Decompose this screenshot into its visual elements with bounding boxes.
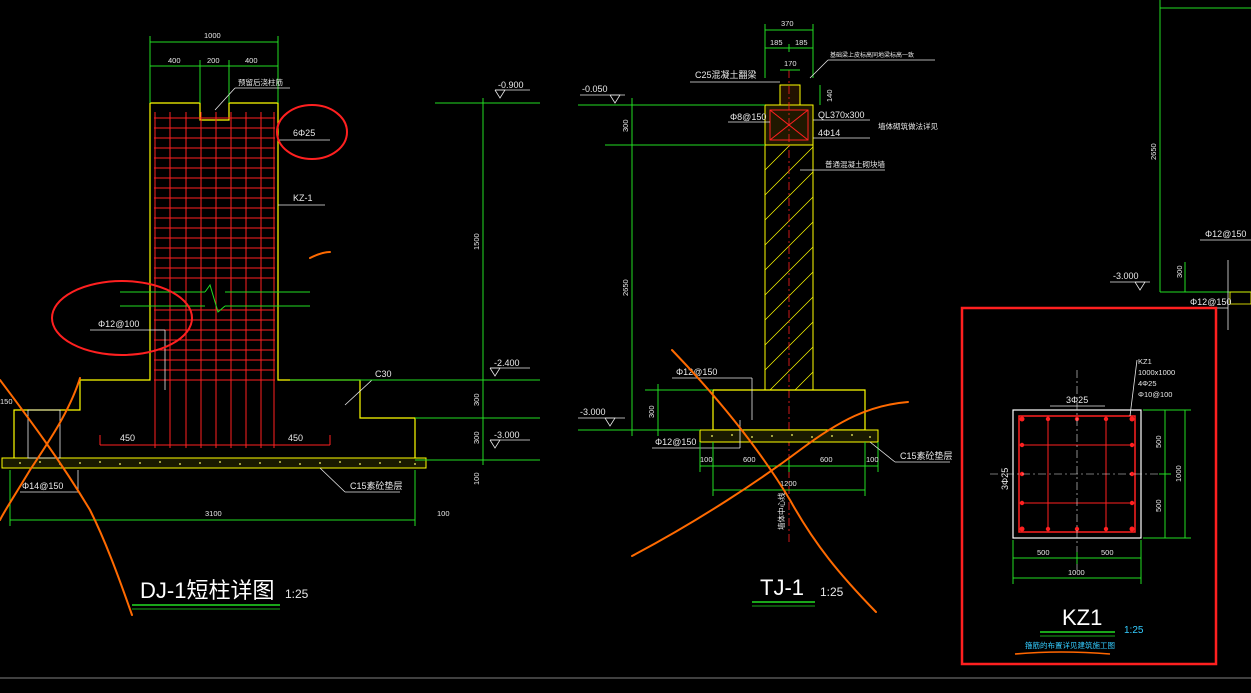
tj1-ql-label: QL370x300 bbox=[818, 110, 865, 120]
right-bar1-label: Φ12@150 bbox=[1205, 229, 1246, 239]
dj1-c30-label: C30 bbox=[375, 369, 392, 379]
tj1-dim-300: 300 bbox=[621, 119, 630, 132]
tj1-top-dims bbox=[764, 24, 821, 105]
tj1-dim-1200: 1200 bbox=[780, 479, 797, 488]
markup-circle-rebar bbox=[276, 104, 348, 160]
dj1-scale: 1:25 bbox=[285, 587, 309, 601]
tj1-dim-600b: 600 bbox=[820, 455, 833, 464]
kz1-highlight-frame bbox=[960, 306, 1218, 666]
tj1-title: TJ-1 bbox=[760, 575, 804, 600]
kz1-section: KZ1 1000x1000 4Φ25 Φ10@100 3Φ25 3Φ25 500… bbox=[990, 357, 1191, 655]
dj1-bottom-dim bbox=[9, 470, 416, 526]
tj1-c15-label: C15素砼垫层 bbox=[900, 450, 953, 461]
dj1-dim-1500: 1500 bbox=[472, 233, 481, 250]
tj1-c15-pad bbox=[699, 429, 879, 443]
tj1-stirrup-label: Φ8@150 bbox=[730, 112, 766, 122]
dj1-break-lines bbox=[120, 283, 310, 313]
tj1-dim-185b: 185 bbox=[795, 38, 808, 47]
tj1-upturn-beam bbox=[779, 84, 801, 106]
dj1-dim-300b: 300 bbox=[472, 431, 481, 444]
dj1-c15-label: C15素砼垫层 bbox=[350, 480, 403, 491]
dj1-bottom-bar-label: Φ14@150 bbox=[22, 481, 63, 491]
markup-cross-strokes bbox=[0, 251, 909, 616]
dj1-label-150: 150 bbox=[0, 397, 13, 406]
dj1-dim-1000: 1000 bbox=[204, 31, 221, 40]
right-fragment: 2650 300 Φ12@150 Φ12@150 -3.000 bbox=[1110, 0, 1251, 330]
tj1-bar1-label: Φ12@150 bbox=[676, 367, 717, 377]
tj1-dim-100a: 100 bbox=[700, 455, 713, 464]
right-bar2-label: Φ12@150 bbox=[1190, 297, 1231, 307]
kz1-main-bar-label: 4Φ25 bbox=[1138, 379, 1157, 388]
dj1-top-dims bbox=[149, 36, 279, 103]
tj1-note-top: 基础梁上皮标高同地梁标高一致 bbox=[830, 51, 914, 59]
tj1-c25-label: C25混凝土翻梁 bbox=[695, 69, 757, 80]
kz1-note: 箍筋的布置详见建筑施工图 bbox=[1025, 640, 1115, 650]
dj1-embed-note: 预留后浇柱筋 bbox=[238, 77, 283, 87]
dj1-kz-label: KZ-1 bbox=[293, 193, 313, 203]
dj1-vertical-bars bbox=[99, 112, 331, 448]
tj1-dim-100b: 100 bbox=[866, 455, 879, 464]
kz1-name-label: KZ1 bbox=[1138, 357, 1152, 366]
dj1-dim-400-left: 400 bbox=[168, 56, 181, 65]
tj1-dim-2650: 2650 bbox=[621, 279, 630, 296]
kz1-stirrup-label: Φ10@100 bbox=[1138, 390, 1172, 399]
tj1-note-wall2: 普通混凝土砌块墙 bbox=[825, 159, 885, 169]
tj1-elev-bot: -3.000 bbox=[580, 407, 606, 417]
dj1-dim-100b: 100 bbox=[472, 472, 481, 485]
dj1-embed-leader bbox=[214, 87, 290, 111]
tj1-dim-600a: 600 bbox=[743, 455, 756, 464]
kz1-side-bar-label: 3Φ25 bbox=[1000, 468, 1010, 490]
kz1-dim-500c: 500 bbox=[1154, 435, 1163, 448]
dj1-elevation-dims bbox=[290, 98, 540, 465]
kz1-dim-1000v: 1000 bbox=[1174, 465, 1183, 482]
tj1-axis-label: 墙体中心线 bbox=[776, 492, 786, 530]
kz1-bars bbox=[1019, 416, 1135, 532]
right-elev: -3.000 bbox=[1113, 271, 1139, 281]
kz1-title: KZ1 bbox=[1062, 605, 1102, 630]
tj1-dim-300b: 300 bbox=[647, 405, 656, 418]
tj1-scale: 1:25 bbox=[820, 585, 844, 599]
dj1-dim-200: 200 bbox=[207, 56, 220, 65]
markup-circle-stirrup bbox=[51, 280, 193, 356]
dj1-dim-100: 100 bbox=[437, 509, 450, 518]
tj1-elev-top: -0.050 bbox=[582, 84, 608, 94]
dj1-column-outline bbox=[13, 102, 416, 461]
dj1-rebar-top-label: 6Φ25 bbox=[293, 128, 315, 138]
tj1-detail: 370 185 185 170 140 基础梁上皮标高同地梁标高一致 C25混凝… bbox=[578, 19, 953, 607]
right-dim-300: 300 bbox=[1175, 265, 1184, 278]
dj1-dim-450-left: 450 bbox=[120, 433, 135, 443]
dj1-title: DJ-1短柱详图 bbox=[140, 578, 274, 603]
dj1-stirrups bbox=[154, 117, 275, 446]
kz1-dims bbox=[1012, 409, 1191, 584]
tj1-bar2-label: Φ12@150 bbox=[655, 437, 696, 447]
tj1-dim-370: 370 bbox=[781, 19, 794, 28]
kz1-dim-1000h: 1000 bbox=[1068, 568, 1085, 577]
kz1-scale: 1:25 bbox=[1124, 625, 1144, 636]
tj1-dim-170: 170 bbox=[784, 59, 797, 68]
dj1-elev-mid: -2.400 bbox=[494, 358, 520, 368]
dj1-dim-3100: 3100 bbox=[205, 509, 222, 518]
dj1-dim-400-right: 400 bbox=[245, 56, 258, 65]
dj1-detail: 1000 400 200 400 预留后浇柱筋 6Φ25 KZ-1 Φ12@10… bbox=[0, 31, 540, 610]
kz1-size-label: 1000x1000 bbox=[1138, 368, 1175, 377]
dj1-c15-pad bbox=[1, 457, 427, 469]
right-dim-2650: 2650 bbox=[1149, 143, 1158, 160]
dj1-dim-450-right: 450 bbox=[288, 433, 303, 443]
tj1-note-wall: 墙体砌筑做法详见 bbox=[878, 121, 938, 131]
tj1-4bar-label: 4Φ14 bbox=[818, 128, 840, 138]
dj1-elev-top: -0.900 bbox=[498, 80, 524, 90]
dj1-dim-300a: 300 bbox=[472, 393, 481, 406]
dj1-stirrup-label: Φ12@100 bbox=[98, 319, 139, 329]
tj1-dim-185a: 185 bbox=[770, 38, 783, 47]
kz1-dim-500a: 500 bbox=[1037, 548, 1050, 557]
tj1-dim-140: 140 bbox=[825, 89, 834, 102]
tj1-elevation-dims bbox=[578, 98, 765, 436]
kz1-top-bar-label: 3Φ25 bbox=[1066, 395, 1088, 405]
kz1-dim-500b: 500 bbox=[1101, 548, 1114, 557]
kz1-dim-500d: 500 bbox=[1154, 499, 1163, 512]
tj1-bottom-dims bbox=[699, 442, 879, 496]
dj1-elev-bot: -3.000 bbox=[494, 430, 520, 440]
